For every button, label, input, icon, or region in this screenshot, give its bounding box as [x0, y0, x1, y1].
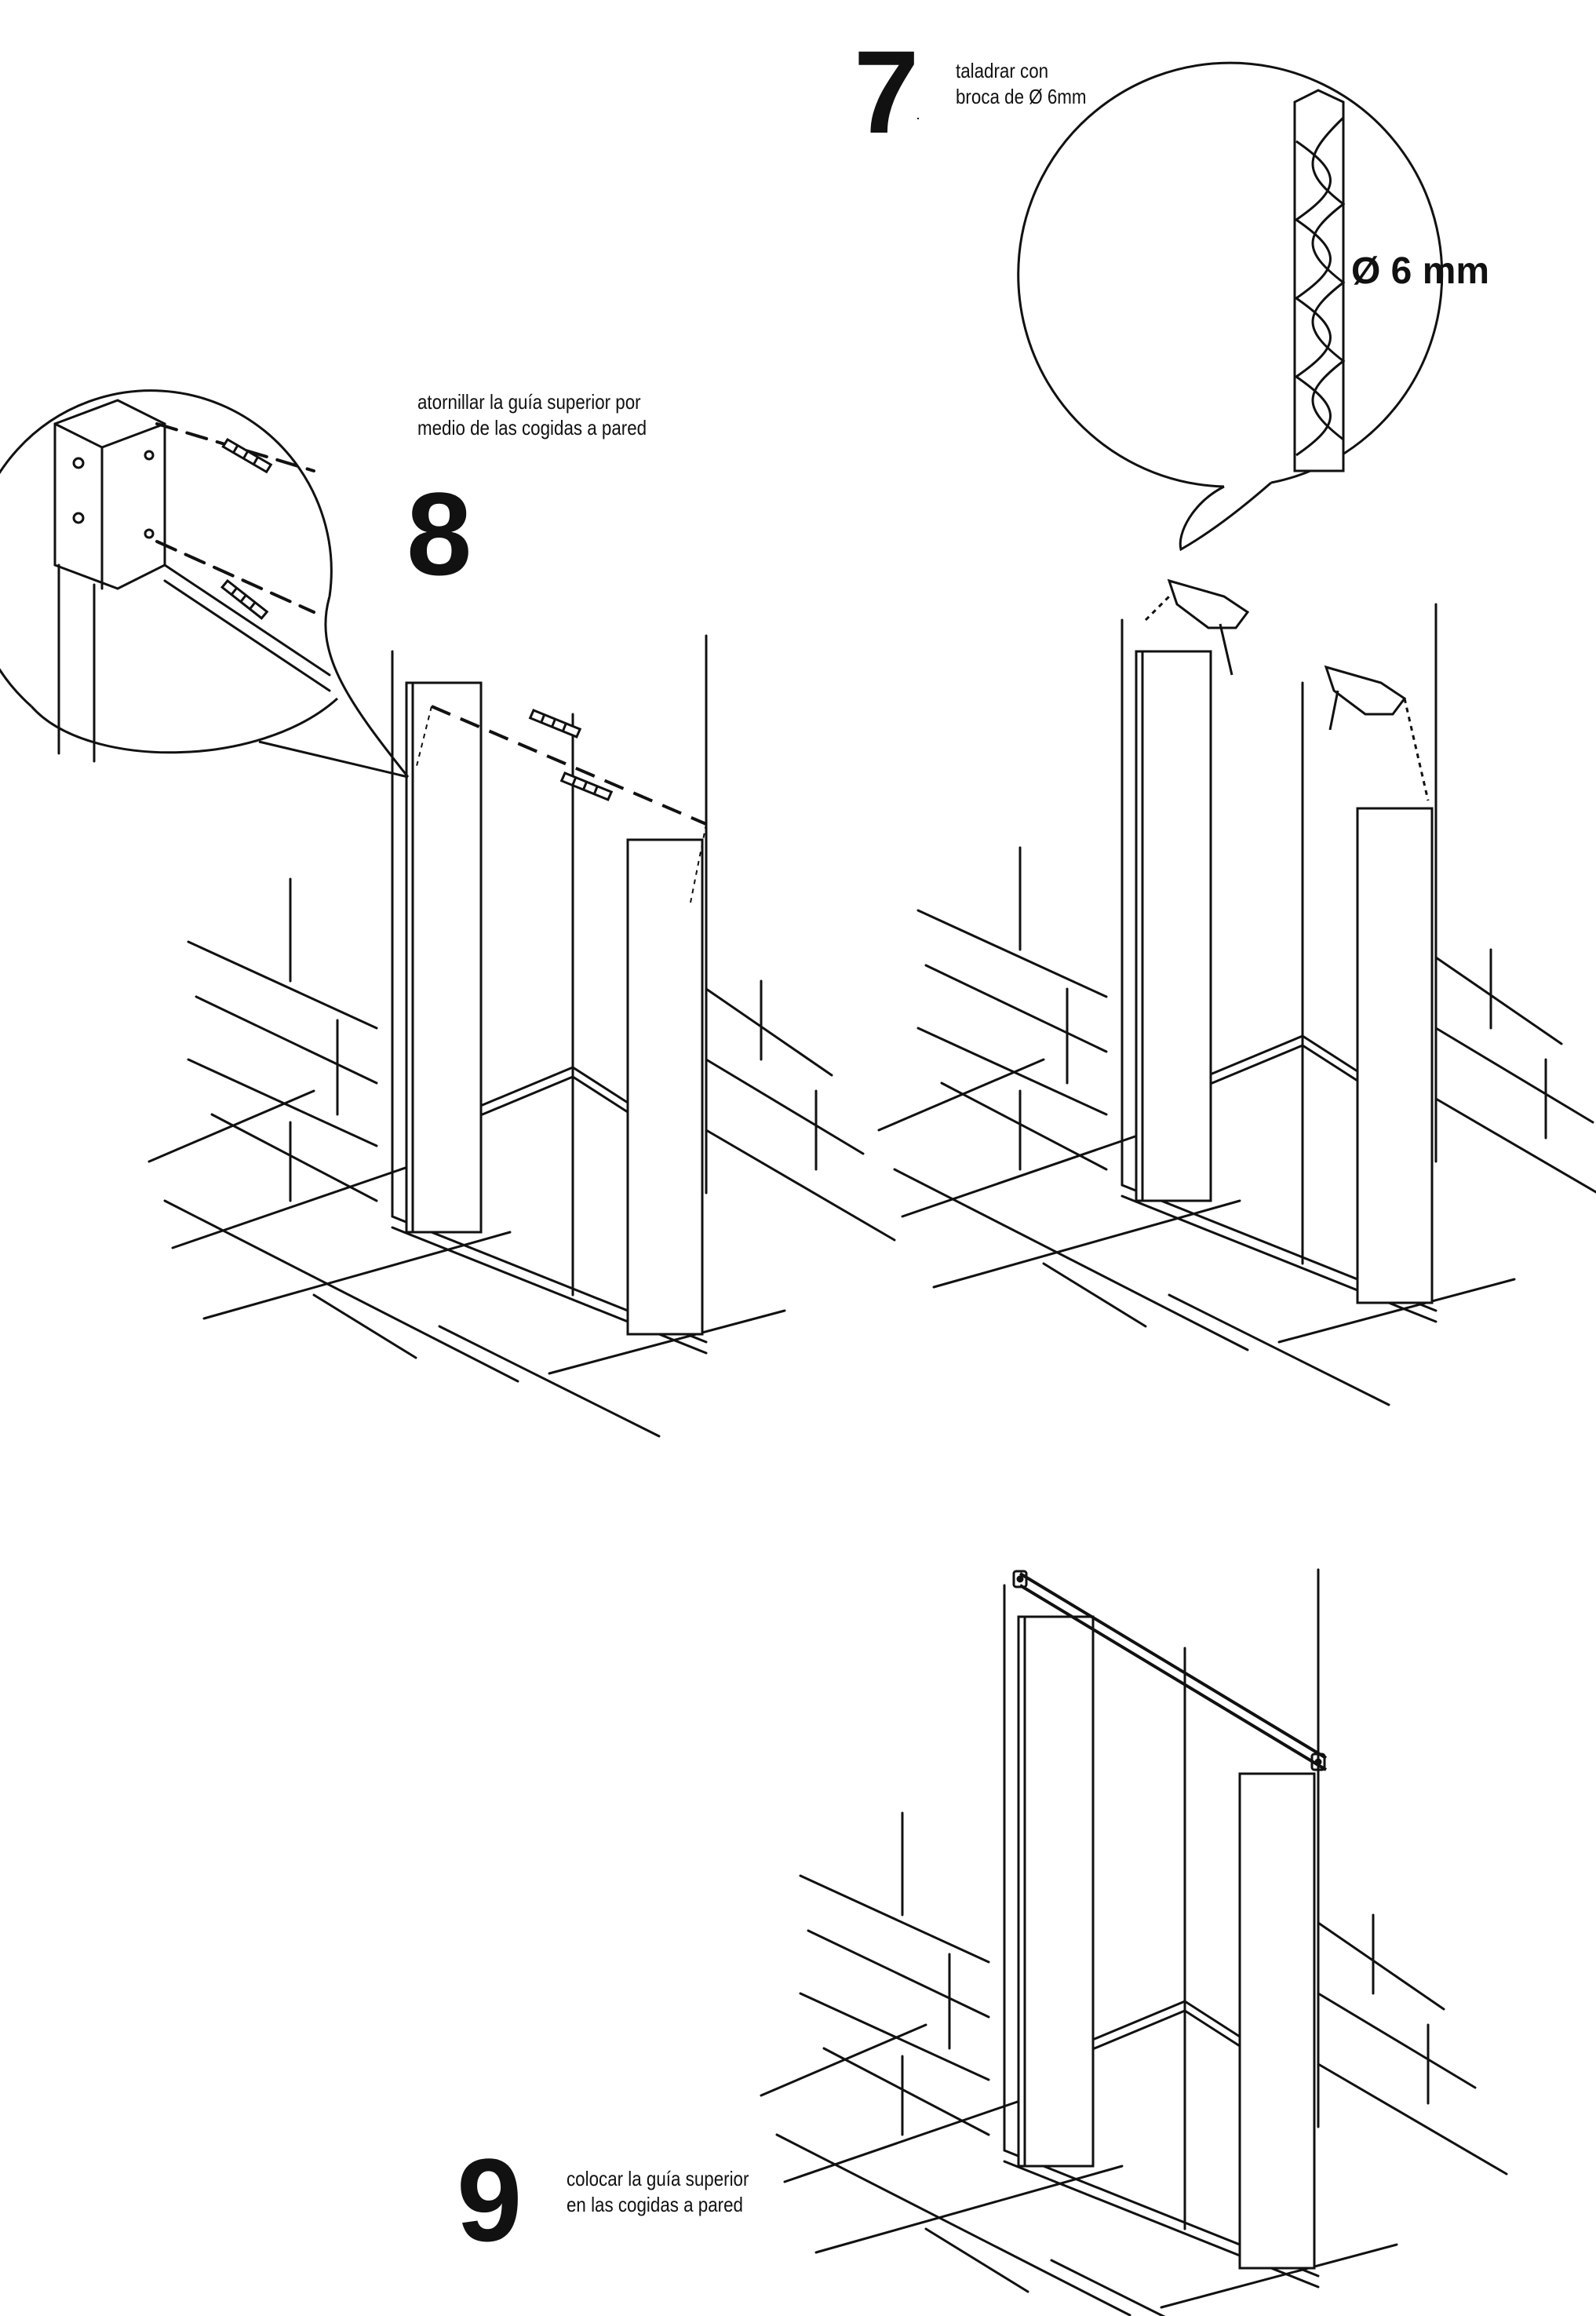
step-7-number: 7: [854, 26, 920, 158]
top-rail: [1018, 1572, 1328, 1771]
step-8-number: 8: [406, 468, 472, 600]
drill-diameter-label: Ø 6 mm: [1351, 250, 1490, 292]
step8-detail-bubble: [0, 389, 410, 779]
step9-scene: [760, 1568, 1508, 2316]
step-7-caption: taladrar con broca de Ø 6mm: [956, 59, 1087, 109]
drill-bit-bubble: [1017, 61, 1444, 552]
drill-icon: [1144, 578, 1430, 801]
step-9-caption: colocar la guía superior en las cogidas …: [567, 2167, 749, 2217]
step7-scene: [877, 603, 1596, 1406]
step8-plug-icon: [559, 771, 614, 801]
detail-screw-icon-2: [215, 578, 274, 621]
step-8-caption: atornillar la guía superior por medio de…: [417, 390, 647, 440]
step8-scene: [148, 634, 896, 1438]
bracket-detail: [53, 399, 331, 763]
step8-dashed-guide: [415, 705, 707, 903]
step-9-number: 9: [457, 2134, 523, 2266]
drill-bit-icon: [1293, 89, 1346, 472]
